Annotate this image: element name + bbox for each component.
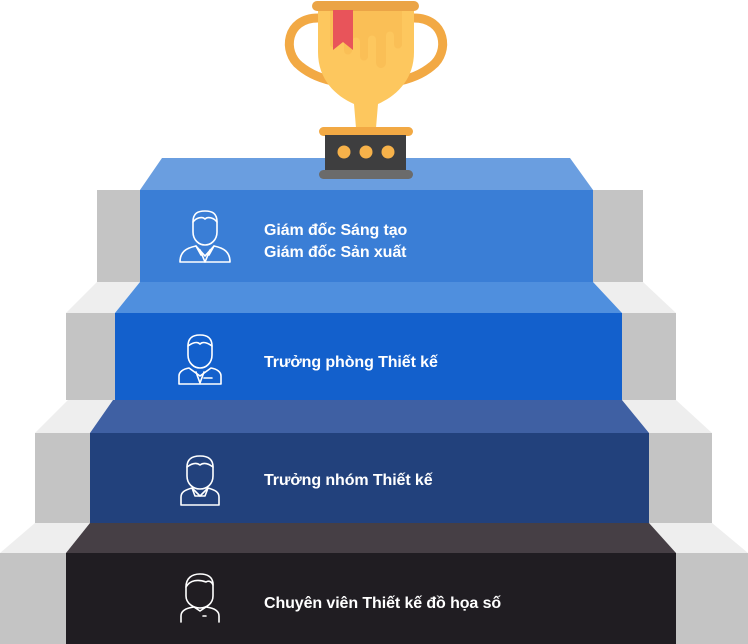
step-3-riser	[115, 313, 622, 400]
step-2-riser	[90, 433, 649, 523]
step-2-left-side-tread	[35, 400, 113, 433]
step-1-label: Chuyên viên Thiết kế đồ họa số	[264, 593, 501, 615]
step-1-riser	[66, 553, 676, 644]
step-3-right-side-tread	[593, 282, 676, 313]
step-1-label-line-1: Chuyên viên Thiết kế đồ họa số	[264, 595, 502, 612]
team-lead-person-icon	[180, 455, 220, 506]
step-3-right-side-riser	[622, 313, 676, 400]
trophy-icon	[284, 1, 448, 179]
step-3-label: Trưởng phòng Thiết kế	[264, 352, 438, 374]
step-2-left-side-riser	[35, 433, 90, 523]
step-2-label-line-1: Trưởng nhóm Thiết kế	[264, 472, 433, 489]
step-1-right-side-riser	[676, 553, 748, 644]
step-3-left-side-tread	[66, 282, 140, 313]
step-2-right-side-riser	[649, 433, 712, 523]
step-4-label: Giám đốc Sáng tạo Giám đốc Sản xuất	[264, 220, 407, 264]
step-2-right-side-tread	[622, 400, 712, 433]
step-3-left-side-riser	[66, 313, 115, 400]
step-1-left-side-riser	[0, 553, 66, 644]
step-4-riser	[140, 190, 593, 282]
step-3-label-line-1: Trưởng phòng Thiết kế	[264, 354, 438, 371]
specialist-person-icon	[180, 573, 220, 623]
step-4-label-line-1: Giám đốc Sáng tạo	[264, 222, 408, 239]
step-4-left-side-riser	[97, 190, 140, 282]
step-2-tread	[90, 400, 649, 433]
executive-person-icon	[179, 210, 231, 263]
step-1-tread	[66, 523, 676, 553]
step-1-left-side-tread	[0, 523, 90, 553]
step-4-right-side-riser	[593, 190, 643, 282]
manager-person-icon	[178, 334, 222, 385]
step-1-right-side-tread	[649, 523, 748, 553]
step-4-label-line-2: Giám đốc Sản xuất	[264, 244, 407, 261]
step-2-label: Trưởng nhóm Thiết kế	[264, 470, 433, 492]
step-3-tread	[115, 282, 622, 313]
